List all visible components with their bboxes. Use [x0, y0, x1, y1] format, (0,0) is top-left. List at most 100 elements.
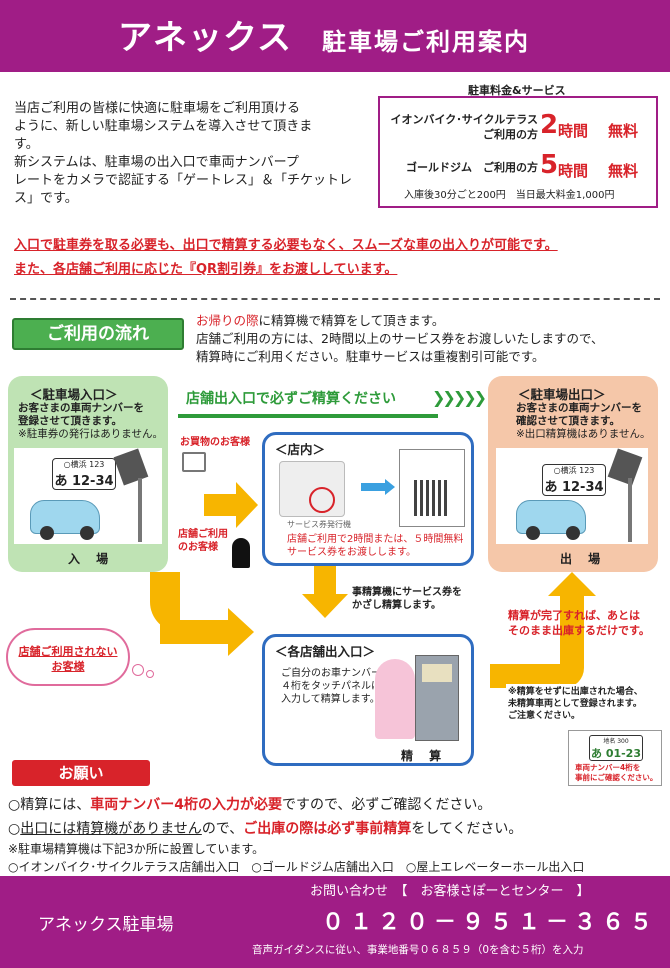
fee-free: 無料	[608, 122, 639, 140]
request-title: お願い	[12, 760, 150, 786]
footer-name: アネックス駐車場	[38, 915, 174, 935]
fee-row-who: イオンバイク･サイクルテラス ご利用の方	[390, 112, 538, 142]
entrance-label: 入 場	[68, 552, 115, 566]
request-line-3: ※駐車場精算機は下記3か所に設置しています。	[8, 842, 265, 856]
wheel-icon	[526, 526, 540, 540]
small-plate-bottom: あ 01-23	[590, 747, 641, 760]
chevrons-icon: ❯❯❯❯❯	[432, 388, 487, 407]
store-exit-title: ＜各店舗出入口＞	[275, 644, 376, 659]
shopper-label: お買物のお客様	[180, 437, 250, 448]
store-user-label: 店舗ご利用 のお客様	[178, 528, 228, 554]
plate-bottom: あ 12-34	[54, 474, 114, 489]
exit-label: 出 場	[560, 552, 607, 566]
fee-row-aeon: イオンバイク･サイクルテラス ご利用の方 2 時間 無料	[380, 110, 656, 148]
req-text: ので、	[201, 821, 244, 837]
camera-pole	[138, 478, 142, 542]
banner-underline	[178, 414, 438, 418]
warning-text: ※精算をせずに出庫された場合、 未精算車両として登録されます。 ご注意ください。	[508, 686, 643, 722]
blue-arrow-head	[385, 479, 395, 495]
exit-text: お客さまの車両ナンバーを 確認させて頂きます。 ※出口精算機はありません。	[516, 402, 650, 441]
flow-text: お帰りの際に精算機で精算をして頂きます。 店舗ご利用の方には、2時間以上のサービ…	[196, 312, 660, 366]
warning-box: ※精算をせずに出庫された場合、 未精算車両として登録されます。 ご注意ください。	[506, 684, 656, 728]
store-inside-note: 店舗ご利用で2時間または、５時間無料 サービス券をお渡しします。	[287, 533, 463, 559]
warning-line: 未精算車両として登録されます。	[508, 699, 642, 709]
intro-text: 当店ご利用の皆様に快適に駐車場をご利用頂ける ように、新しい駐車場システムを導入…	[14, 100, 354, 208]
cloud-line: 店舗ご利用されない	[18, 645, 118, 658]
footer-phone[interactable]: ０１２０－９５１－３６５	[322, 910, 659, 935]
fee-hours: 2	[540, 110, 559, 140]
plate-top: ○横浜 123	[553, 466, 595, 475]
arrow-right-icon	[228, 608, 254, 656]
store-exit-box: ＜各店舗出入口＞ ご自分のお車ナンバー ４桁をタッチパネルに 入力して精算します…	[262, 634, 474, 766]
wheel-icon	[566, 526, 580, 540]
service-ticket-line: かざし精算します。	[352, 600, 441, 611]
warning-line: ※精算をせずに出庫された場合、	[508, 687, 643, 697]
footer-inquiry: お問い合わせ 【 お客様さぽーとセンター 】	[310, 884, 590, 899]
entrance-title: ＜駐車場入口＞	[30, 387, 118, 402]
non-user-text: 店舗ご利用されない お客様	[12, 644, 124, 674]
arrow-down-icon	[302, 594, 348, 618]
machine-label: サービス券発行機	[287, 520, 351, 529]
intro-line: ス」です。	[14, 191, 78, 206]
intro-line: ように、新しい駐車場システムを導入させて頂きま	[14, 119, 313, 134]
intro-line: 当店ご利用の皆様に快適に駐車場をご利用頂ける	[14, 101, 301, 116]
fee-heading: 駐車料金&サービス	[468, 84, 566, 97]
flow-text-rest: に精算機で精算をして頂きます。	[258, 313, 445, 328]
plate-reminder-line: 車両ナンバー4桁を	[575, 763, 641, 772]
arrow-shaft	[314, 566, 336, 596]
person-silhouette-icon	[232, 538, 250, 568]
license-plate: ○横浜 123 あ 12-34	[542, 464, 606, 496]
req-text: をしてください。	[411, 821, 523, 837]
footer-note: 音声ガイダンスに従い、事業地番号０６８５９（0を含む５桁）を入力	[252, 944, 584, 956]
entrance-panel: ＜駐車場入口＞ お客さまの車両ナンバーを 登録させて頂きます。 ※駐車券の発行は…	[8, 376, 168, 572]
store-inside-title: ＜店内＞	[275, 442, 326, 457]
camera-icon	[607, 448, 643, 486]
flow-banner: 店舗出入口で必ずご精算ください	[186, 391, 396, 407]
entrance-text-line: お客さまの車両ナンバーを	[18, 402, 144, 414]
done-label: 精算が完了すれば、あとは そのまま出庫するだけです。	[508, 608, 650, 638]
plate-reminder-text: 車両ナンバー4桁を 事前にご確認ください。	[575, 763, 657, 783]
fee-unit: 時間	[558, 122, 589, 140]
entrance-text: お客さまの車両ナンバーを 登録させて頂きます。 ※駐車券の発行はありません。	[18, 402, 163, 441]
exit-text-line: ※出口精算機はありません。	[516, 428, 651, 440]
intro-line: 新システムは、駐車場の出入口で車両ナンバープ	[14, 155, 299, 170]
exit-text-line: 確認させて頂きます。	[516, 415, 620, 427]
intro-line: す。	[14, 137, 39, 152]
fee-unit: 時間	[558, 162, 589, 180]
dashed-divider	[10, 298, 660, 300]
store-user-line: 店舗ご利用	[178, 529, 228, 540]
plate-bottom: あ 12-34	[544, 480, 604, 495]
exit-text-line: お客さまの車両ナンバーを	[516, 402, 642, 414]
plate-top: ○横浜 123	[63, 460, 105, 469]
intro-line: レートをカメラで認証する「ゲートレス」＆「チケットレ	[14, 173, 353, 188]
fee-note: 入庫後30分ごと200円 当日最大料金1,000円	[404, 190, 615, 201]
fee-row-who: ゴールドジム ご利用の方	[406, 161, 538, 174]
store-exit-line: ご自分のお車ナンバー	[281, 668, 381, 679]
notice-line-1: 入口で駐車券を取る必要も、出口で精算する必要もなく、スムーズな車の出入りが可能で…	[14, 238, 558, 253]
req-text: ○精算には、	[8, 797, 91, 813]
flow-title: ご利用の流れ	[12, 318, 184, 350]
done-line: そのまま出庫するだけです。	[508, 624, 650, 637]
header-bar: アネックス 駐車場ご利用案内	[0, 0, 670, 72]
wheel-icon	[80, 526, 94, 540]
flow-text-red: お帰りの際	[196, 313, 259, 328]
pay-machine-icon	[415, 655, 459, 741]
store-note-line: サービス券をお渡しします。	[287, 547, 416, 558]
flow-text-line: 精算時にご利用ください。駐車サービスは重複割引可能です。	[196, 349, 545, 364]
plate-reminder: 地名 300 あ 01-23 車両ナンバー4桁を 事前にご確認ください。	[568, 730, 662, 786]
camera-pole	[628, 478, 632, 542]
thought-bubble	[146, 670, 154, 678]
person-icon	[375, 659, 415, 739]
fee-box: イオンバイク･サイクルテラス ご利用の方 2 時間 無料 ゴールドジム ご利用の…	[378, 96, 658, 208]
req-text: ○	[8, 821, 21, 837]
store-exit-line: ４桁をタッチパネルに	[281, 681, 381, 692]
fee-hours: 5	[540, 150, 559, 180]
store-exit-text: ご自分のお車ナンバー ４桁をタッチパネルに 入力して精算します。	[281, 667, 381, 706]
store-user-line: のお客様	[178, 542, 218, 553]
exit-title: ＜駐車場出口＞	[518, 387, 606, 402]
camera-icon	[113, 448, 149, 486]
flow-text-line: 店舗ご利用の方には、2時間以上のサービス券をお渡しいたしますので、	[196, 331, 604, 346]
plate-reminder-line: 事前にご確認ください。	[575, 773, 658, 782]
req-text-underline: 出口には精算機がありません	[20, 821, 202, 837]
req-text-red: ご出庫の際は必ず事前精算	[243, 821, 412, 837]
